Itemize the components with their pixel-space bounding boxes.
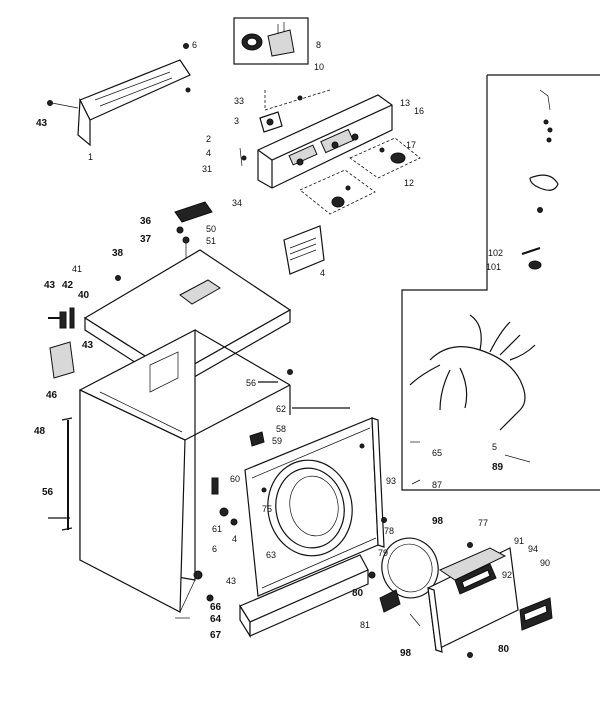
- part-label: 60: [230, 474, 240, 484]
- part-label: 91: [514, 536, 524, 546]
- door-assembly: [368, 517, 553, 658]
- part-label: 43: [82, 340, 94, 351]
- part-label: 78: [384, 526, 394, 536]
- part-label: 4: [206, 148, 211, 158]
- part-label: 10: [314, 62, 324, 72]
- part-label: 6: [192, 40, 197, 50]
- part-label: 56: [42, 487, 54, 498]
- part-label: 46: [46, 390, 58, 401]
- part-label: 13: [400, 98, 410, 108]
- part-label: 2: [206, 134, 211, 144]
- part-label: 81: [360, 620, 370, 630]
- part-label: 90: [540, 558, 550, 568]
- front-panel: [244, 417, 385, 597]
- part-label: 64: [210, 614, 222, 625]
- part-label: 101: [486, 262, 501, 272]
- part-label: 59: [272, 436, 282, 446]
- part-label: 31: [202, 164, 212, 174]
- cabinet: [61, 329, 291, 613]
- door-switch-hardware: [175, 431, 265, 619]
- timer-knob-assembly: [233, 17, 309, 65]
- part-label: 42: [62, 280, 74, 291]
- part-label: 66: [210, 602, 222, 613]
- part-label: 38: [112, 248, 124, 259]
- part-label: 36: [140, 216, 152, 227]
- part-label: 4: [320, 268, 325, 278]
- part-label: 87: [432, 480, 442, 490]
- part-label: 51: [206, 236, 216, 246]
- part-label: 65: [432, 448, 442, 458]
- part-label: 34: [232, 198, 242, 208]
- part-label: 1: [88, 152, 93, 162]
- part-label: 12: [404, 178, 414, 188]
- part-label: 80: [498, 644, 510, 655]
- lid-switch: [174, 201, 213, 262]
- part-label: 98: [432, 516, 444, 527]
- hinge-hardware: [48, 307, 75, 379]
- part-label: 102: [488, 248, 503, 258]
- part-label: 61: [212, 524, 222, 534]
- part-label: 94: [528, 544, 538, 554]
- cabinet-screws: [48, 369, 350, 519]
- part-label: 33: [234, 96, 244, 106]
- part-label: 56: [246, 378, 256, 388]
- part-label: 5: [492, 442, 497, 452]
- part-label: 89: [492, 462, 504, 473]
- part-label: 98: [400, 648, 412, 659]
- part-label: 93: [386, 476, 396, 486]
- part-label: 4: [232, 534, 237, 544]
- toe-panel: [239, 554, 369, 639]
- part-label: 16: [414, 106, 424, 116]
- console-bracket: [239, 111, 283, 167]
- switch-box-17: [349, 137, 421, 179]
- wiring-inset: [401, 74, 600, 491]
- part-label: 62: [276, 404, 286, 414]
- part-label: 17: [406, 140, 416, 150]
- control-console: [257, 89, 393, 189]
- part-label: 43: [36, 118, 48, 129]
- part-label: 43: [226, 576, 236, 586]
- part-label: 77: [478, 518, 488, 528]
- part-label: 3: [234, 116, 239, 126]
- part-label: 37: [140, 234, 152, 245]
- top-bracket: [47, 43, 191, 147]
- part-label: 63: [266, 550, 276, 560]
- part-label: 41: [72, 264, 82, 274]
- part-label: 43: [44, 280, 56, 291]
- switch-box-31: [299, 169, 376, 215]
- part-label: 50: [206, 224, 216, 234]
- part-labels: 6 8 43 1 10 33 3 2 4 31 13 16 17 12 36 3…: [34, 40, 550, 659]
- part-label: 40: [78, 290, 90, 301]
- part-label: 92: [502, 570, 512, 580]
- part-label: 80: [352, 588, 364, 599]
- part-label: 6: [212, 544, 217, 554]
- part-label: 48: [34, 426, 46, 437]
- part-label: 79: [378, 548, 388, 558]
- data-plate: [283, 225, 325, 275]
- part-label: 67: [210, 630, 222, 641]
- part-label: 58: [276, 424, 286, 434]
- part-label: 8: [316, 40, 321, 50]
- part-label: 75: [262, 504, 272, 514]
